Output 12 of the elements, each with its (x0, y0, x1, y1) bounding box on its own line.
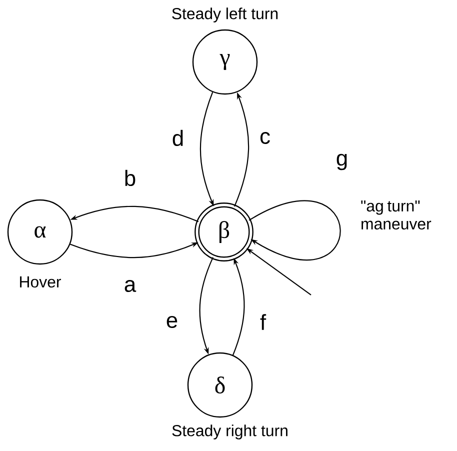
edge-label: a (122, 279, 138, 293)
edge-label: b (122, 168, 138, 188)
state-caption: Steady left turn (172, 8, 278, 22)
state-caption: Hover (20, 276, 61, 288)
arrow (248, 200, 341, 260)
edge-label: c (258, 131, 272, 145)
edge-label: g (334, 152, 350, 172)
state-caption: Steady right turn (172, 424, 288, 440)
edge-label: d (170, 128, 186, 148)
edge-label: e (164, 315, 180, 329)
edge-label: f (258, 313, 268, 331)
maneuver-note: "ag turn" maneuver (361, 200, 432, 230)
